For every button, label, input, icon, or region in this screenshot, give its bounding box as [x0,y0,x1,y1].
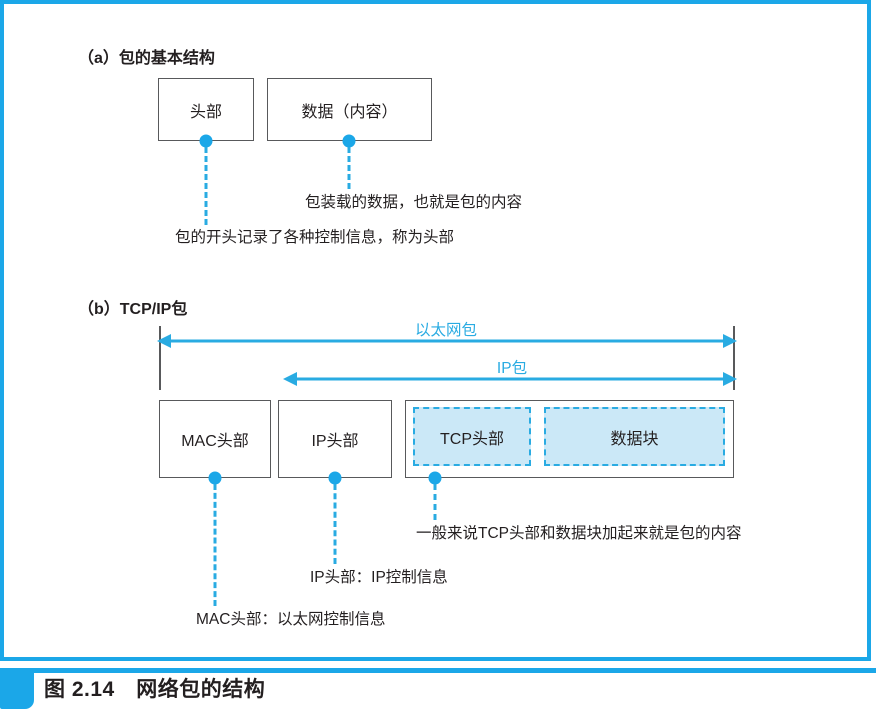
arrow-label-ethernet: 以太网包 [414,322,478,339]
box-data-content-label: 数据（内容） [301,103,398,121]
box-tcp-header-label: TCP头部 [439,430,504,448]
figure-caption: 图 2.14 网络包的结构 [44,678,266,701]
box-header: 头部 [158,78,254,141]
note-header: 包的开头记录了各种控制信息，称为头部 [175,229,455,246]
leader-dot-ip-header [328,471,342,485]
note-mac-header: MAC头部：以太网控制信息 [196,611,386,628]
leader-line-payload [433,484,437,520]
note-ip-header: IP头部：IP控制信息 [310,569,448,586]
leader-dot-mac-header [208,471,222,485]
note-payload: 一般来说TCP头部和数据块加起来就是包的内容 [416,525,742,542]
box-tcp-header: TCP头部 [413,407,531,466]
tick-right-ethernet [733,326,735,390]
leader-dot-payload [428,471,442,485]
box-mac-header-label: MAC头部 [181,433,249,450]
tick-left-ethernet [159,326,161,390]
box-data-block-label: 数据块 [610,430,659,448]
arrow-ethernet [157,334,737,348]
caption-marker [0,673,34,709]
box-ip-header: IP头部 [278,400,392,478]
note-data-content: 包装载的数据，也就是包的内容 [305,194,523,211]
section-b-heading: （b）TCP/IP包 [78,301,188,318]
leader-line-data-content [347,147,351,189]
box-header-label: 头部 [189,103,222,121]
leader-line-ip-header [333,484,337,564]
arrow-label-ip: IP包 [496,360,528,377]
section-a-heading: （a）包的基本结构 [78,50,215,67]
box-mac-header: MAC头部 [159,400,271,478]
leader-line-mac-header [213,484,217,606]
leader-dot-header [199,134,213,148]
leader-line-header [204,147,208,225]
figure-frame [0,0,871,661]
box-data-content: 数据（内容） [267,78,432,141]
caption-rule [0,668,876,673]
box-ip-header-label: IP头部 [311,433,359,450]
box-data-block: 数据块 [544,407,725,466]
arrow-ip [283,372,737,386]
leader-dot-data-content [342,134,356,148]
